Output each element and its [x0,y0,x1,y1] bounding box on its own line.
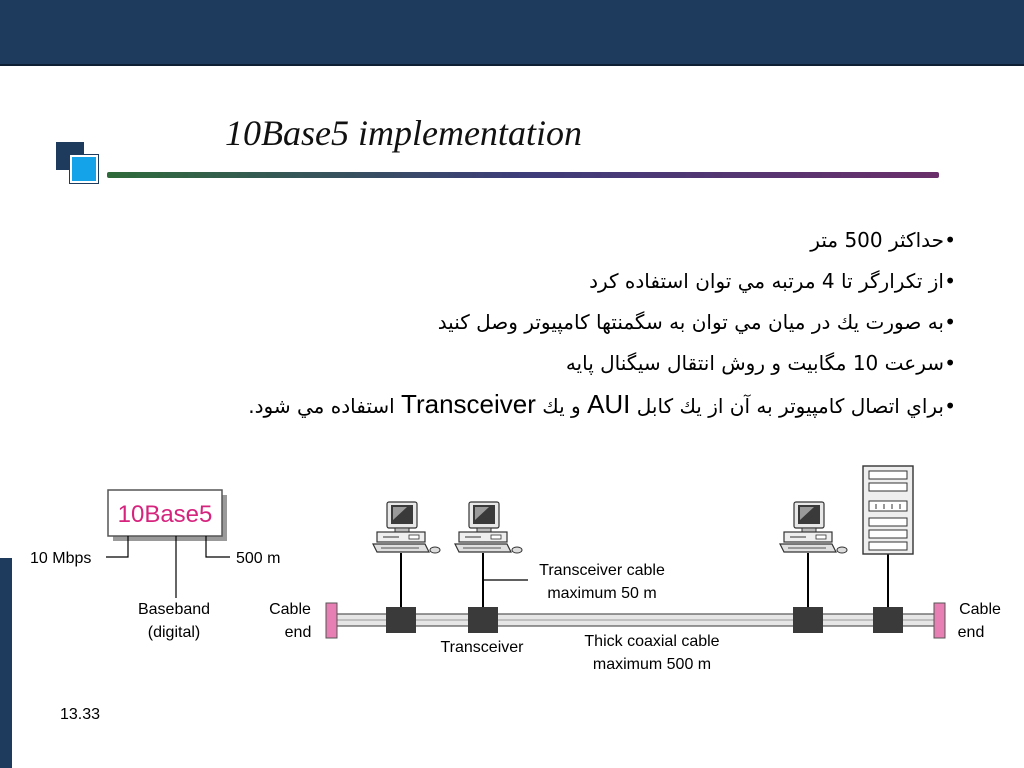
slide-title: 10Base5 implementation [225,113,582,153]
transceiver-1 [386,607,416,633]
transceiver-3 [793,607,823,633]
bullet-term-aui: AUI [587,389,631,419]
transceiver-2 [468,607,498,633]
computer-3 [779,501,848,554]
computer-1 [372,501,441,554]
cable-end-left-label: Cable [269,601,311,618]
bullet-text: به صورت يك در ميان مي توان به سگمنتها كا… [437,310,944,334]
cable-end-right [933,602,946,639]
bullet-dot: • [944,351,956,375]
server-tower [862,465,914,555]
transceiver-cable-label: Transceiver cable [539,562,665,579]
transceiver-cable-sub-label: maximum 50 m [547,585,656,602]
bullet-dot: • [944,310,956,334]
cable-end-left-sub-label: end [285,624,312,641]
top-bar [0,0,1024,66]
rate-label: 10 Mbps [30,550,91,567]
cable-end-right-sub-label: end [958,624,985,641]
baseband-sub-label: (digital) [148,624,200,641]
title-square-light [69,154,99,184]
left-accent-bar [0,558,12,768]
bullet-text: و يك [535,394,588,418]
name-box-label: 10Base5 [118,501,213,528]
transceiver-label: Transceiver [441,639,525,656]
bullet-item: •حداكثر 500 متر [76,220,956,261]
10base5-diagram: 10Base5 10 Mbps 500 m Baseband (digital)… [30,465,1001,673]
bullet-term-transceiver: Transceiver [401,389,536,419]
bullet-dot: • [944,394,956,418]
name-box [107,489,223,537]
bullet-item: •سرعت 10 مگابيت و روش انتقال سيگنال پايه [76,343,956,384]
rate-leader [106,536,129,558]
bullet-item: •به صورت يك در ميان مي توان به سگمنتها ك… [76,302,956,343]
bullet-text: استفاده مي شود. [248,394,402,418]
baseband-label: Baseband [138,601,210,618]
bullet-text: از تكرارگر تا 4 مرتبه مي توان استفاده كر… [589,269,944,293]
max-length-label: 500 m [236,550,280,567]
computer-2 [454,501,523,554]
transceiver-4 [873,607,903,633]
bullet-item: •براي اتصال كامپيوتر به آن از يك كابل AU… [76,384,956,427]
bullet-list: •حداكثر 500 متر •از تكرارگر تا 4 مرتبه م… [76,220,956,427]
bullet-text: سرعت 10 مگابيت و روش انتقال سيگنال پايه [565,351,944,375]
length-leader [205,536,230,558]
thick-coax-label: Thick coaxial cable [584,633,719,650]
bullet-text: براي اتصال كامپيوتر به آن از يك كابل [630,394,944,418]
slide-number: 13.33 [60,706,101,723]
bullet-dot: • [944,228,956,252]
title-rule [107,172,939,178]
thick-coax-sub-label: maximum 500 m [593,656,711,673]
bullet-item: •از تكرارگر تا 4 مرتبه مي توان استفاده ك… [76,261,956,302]
bullet-text: حداكثر 500 متر [810,228,944,252]
bullet-dot: • [944,269,956,293]
cable-end-right-label: Cable [959,601,1001,618]
cable-end-left [325,602,338,639]
